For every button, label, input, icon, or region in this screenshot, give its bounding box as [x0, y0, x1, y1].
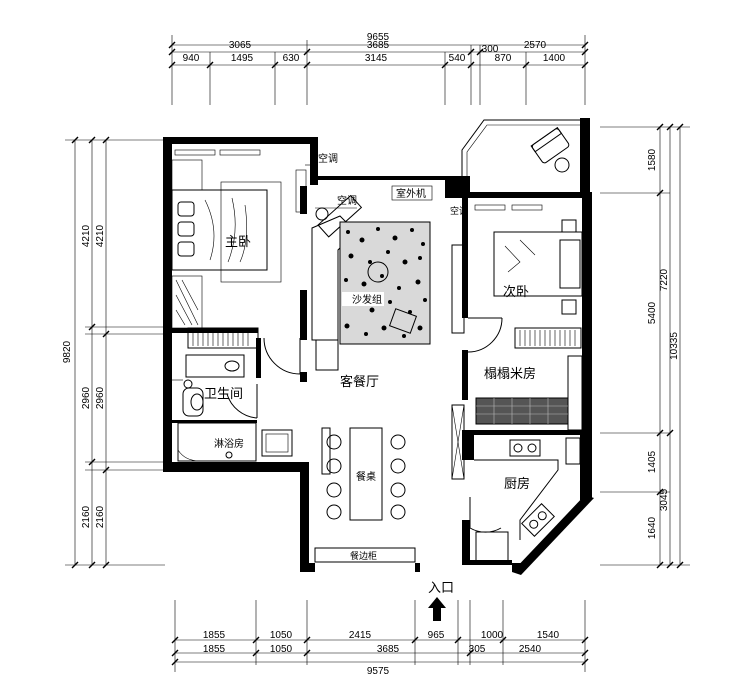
dim-left-total: 9820: [62, 340, 73, 363]
dim-bottom-total: 9575: [367, 666, 390, 677]
dim-bottom-1-3: 2415: [349, 630, 372, 641]
dim-top-2-2: 3685: [367, 40, 390, 51]
shower-label: 淋浴房: [214, 437, 244, 450]
sideboard-label: 餐边柜: [350, 550, 377, 562]
tatami-platform-icon: [475, 397, 569, 425]
wardrobe-icon: [187, 327, 259, 349]
dim-left-b-2: 2960: [95, 386, 106, 409]
dim-top-3-5: 540: [449, 53, 466, 64]
washing-machine-icon: [261, 429, 293, 457]
dim-right-b-1: 7220: [659, 268, 670, 291]
dim-bottom-1-4: 965: [428, 630, 445, 641]
dim-left-a-3: 2160: [81, 505, 92, 528]
dining-table-label: 餐桌: [356, 470, 376, 483]
balcony: [461, 119, 585, 176]
living-dining: 室外机 空调 空调 沙发组: [311, 185, 468, 563]
entrance: 入口: [428, 581, 454, 621]
lounge-chair-icon: [388, 308, 418, 334]
side-table-icon: [554, 157, 570, 173]
dim-top-3-6: 870: [495, 53, 512, 64]
top-dimensions: 9655 3065 3685 300 2570 940 1495 630 314…: [168, 32, 589, 105]
dim-top-3-3: 630: [283, 53, 300, 64]
dim-top-2-4: 2570: [524, 40, 547, 51]
kitchen-label: 厨房: [504, 476, 530, 492]
dim-bottom-1-2: 1050: [270, 630, 293, 641]
dim-bottom-2-1: 1855: [203, 644, 226, 655]
dim-bottom-2-3: 3685: [377, 644, 400, 655]
master-bedroom-door[interactable]: [263, 337, 301, 375]
coffee-table-icon: [367, 261, 389, 283]
dim-right-a-1: 1580: [647, 148, 658, 171]
master-bedroom-label: 主卧: [225, 235, 251, 250]
dim-left-b-1: 4210: [95, 224, 106, 247]
ac-label-1: 空调: [318, 152, 338, 165]
dim-right-a-3: 1405: [647, 450, 658, 473]
right-dimensions: 1580 5400 1405 1640 7220 3045 10335: [600, 123, 690, 569]
dim-left-a-1: 4210: [81, 224, 92, 247]
kitchen-sink-icon: [509, 439, 541, 457]
dim-top-2-3: 300: [482, 44, 499, 55]
sideboard-icon: [314, 547, 416, 563]
tatami-room: 榻榻米房: [475, 355, 583, 431]
dim-bottom-2-4: 305: [469, 644, 486, 655]
second-bedroom-wardrobe-icon: [514, 327, 582, 349]
tv-cabinet-icon: [451, 244, 465, 334]
master-bedroom: 主卧 空调: [171, 149, 338, 329]
left-dimensions: 9820 4210 2960 2160 4210 2960 2160: [62, 136, 165, 569]
dim-right-b-2: 3045: [659, 488, 670, 511]
double-bed-icon: [171, 189, 268, 271]
dim-top-3-1: 940: [183, 53, 200, 64]
dim-bottom-2-2: 1050: [270, 644, 293, 655]
second-bedroom-bed-icon: [493, 231, 583, 297]
second-bedroom: 次卧: [467, 204, 583, 353]
dim-top-total: 9655: [367, 32, 390, 43]
tatami-room-label: 榻榻米房: [484, 366, 536, 382]
entrance-label: 入口: [428, 581, 454, 596]
dim-right-total: 10335: [669, 332, 680, 360]
sofa-label: 沙发组: [352, 293, 382, 306]
bottom-dimensions: 1855 1050 2415 965 1000 1540 1855 1050 3…: [171, 600, 589, 677]
second-bedroom-label: 次卧: [503, 284, 529, 300]
dim-top-2-1: 3065: [229, 40, 252, 51]
bathroom-label: 卫生间: [204, 387, 243, 402]
dim-bottom-1-6: 1540: [537, 630, 560, 641]
dim-bottom-2-5: 2540: [519, 644, 542, 655]
dim-left-a-2: 2960: [81, 386, 92, 409]
ac-label-3: 空调: [450, 205, 468, 217]
dim-top-3-7: 1400: [543, 53, 566, 64]
entrance-arrow-icon: [428, 597, 446, 621]
armchair-icon: [530, 126, 570, 164]
rug-icon: [339, 221, 431, 345]
dim-right-a-4: 1640: [647, 516, 658, 539]
dim-left-b-3: 2160: [95, 505, 106, 528]
stove-icon: [521, 503, 555, 537]
toilet-icon: [182, 387, 204, 417]
outdoor-unit-label: 室外机: [396, 187, 426, 200]
dim-bottom-1-1: 1855: [203, 630, 226, 641]
dim-top-3-2: 1495: [231, 53, 254, 64]
bathroom: 卫生间 淋浴房: [172, 354, 293, 462]
dim-right-a-2: 5400: [647, 301, 658, 324]
dining-table-icon: [321, 427, 406, 521]
dim-bottom-1-5: 1000: [481, 630, 504, 641]
dim-top-3-4: 3145: [365, 53, 388, 64]
walls: [163, 118, 594, 575]
kitchen: 厨房: [469, 437, 581, 563]
sink-icon: [224, 360, 240, 372]
living-dining-label: 客餐厅: [340, 374, 379, 390]
